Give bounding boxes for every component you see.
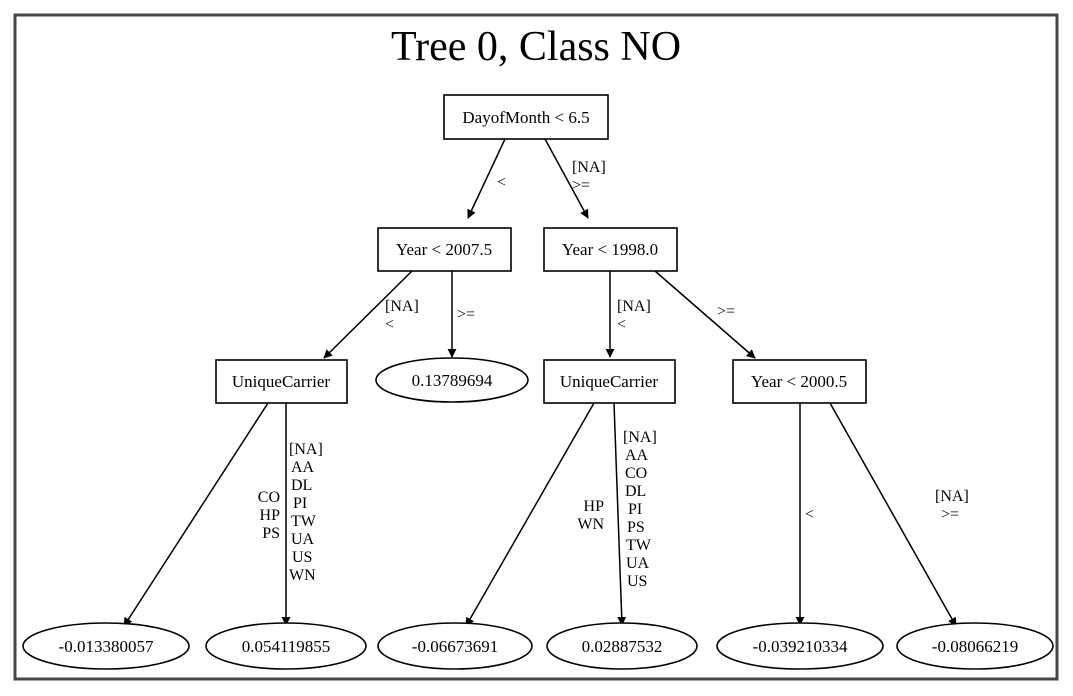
node-leaf-2-ellipse — [205, 622, 367, 670]
edge-y2007-left — [323, 270, 413, 359]
edge-label-y2007-right-ge: >= — [457, 306, 475, 323]
edge-label-y1998-left-lt: < — [617, 316, 626, 333]
node-year-1998-box — [543, 227, 678, 272]
node-leaf-2-label: 0.054119855 — [242, 637, 331, 656]
node-root-label: DayofMonth < 6.5 — [462, 108, 589, 127]
edge-root-right — [544, 138, 589, 219]
edge-label-carrierL-right-5: UA — [291, 531, 315, 548]
edge-label-carrierL-left-0: CO — [258, 489, 280, 506]
node-root[interactable]: DayofMonth < 6.5 — [443, 94, 609, 140]
node-leaf-1-label: -0.013380057 — [59, 637, 154, 656]
edge-root-left — [467, 138, 506, 219]
edge-label-carrierR-left-1: WN — [577, 516, 604, 533]
node-leaf-1[interactable]: -0.013380057 — [22, 622, 190, 670]
node-carrier-right[interactable]: UniqueCarrier — [543, 359, 676, 404]
node-leaf-3-ellipse — [377, 622, 533, 670]
node-leaf-6-ellipse — [896, 622, 1054, 670]
edge-label-carrierR-left-0: HP — [584, 498, 605, 515]
edge-label-carrierR-right-7: UA — [626, 555, 650, 572]
node-leaf-013789694-label: 0.13789694 — [412, 371, 493, 390]
node-year-1998-label: Year < 1998.0 — [562, 240, 658, 259]
node-year-2007-label: Year < 2007.5 — [396, 240, 492, 259]
node-leaf-013789694[interactable]: 0.13789694 — [375, 357, 529, 403]
edge-label-carrierL-right-1: AA — [291, 459, 315, 476]
node-leaf-6[interactable]: -0.08066219 — [896, 622, 1054, 670]
edge-label-carrierR-right-1: AA — [625, 447, 649, 464]
edge-label-root-right-na: [NA] — [572, 159, 606, 176]
edge-label-y2000-right-ge: >= — [941, 506, 959, 523]
node-year-2000-label: Year < 2000.5 — [751, 372, 847, 391]
edge-label-carrierL-right-3: PI — [293, 495, 307, 512]
node-leaf-3-label: -0.06673691 — [412, 637, 498, 656]
node-year-2000[interactable]: Year < 2000.5 — [732, 359, 867, 404]
edge-label-y1998-left-na: [NA] — [617, 298, 651, 315]
edge-label-carrierR-right-5: PS — [627, 519, 645, 536]
node-year-1998[interactable]: Year < 1998.0 — [543, 227, 678, 272]
edge-label-carrierL-right-2: DL — [291, 477, 312, 494]
edge-label-carrierL-right-4: TW — [291, 513, 317, 530]
edge-label-carrierL-right-0: [NA] — [289, 441, 323, 458]
node-leaf-6-label: -0.08066219 — [932, 637, 1018, 656]
edge-label-y1998-right-ge: >= — [717, 303, 735, 320]
node-leaf-5-label: -0.039210334 — [753, 637, 848, 656]
edge-label-carrierL-right-7: WN — [289, 567, 316, 584]
edge-label-carrierR-right-2: CO — [625, 465, 647, 482]
edge-y2000-right — [829, 402, 957, 627]
node-carrier-right-label: UniqueCarrier — [560, 372, 659, 391]
node-carrier-left-label: UniqueCarrier — [232, 372, 331, 391]
node-leaf-4-ellipse — [546, 622, 698, 670]
node-leaf-013789694-ellipse — [375, 357, 529, 403]
edge-label-root-left: < — [497, 174, 506, 191]
edge-label-y2000-right-na: [NA] — [935, 488, 969, 505]
node-year-2007-box — [377, 227, 512, 272]
node-carrier-left-box — [215, 359, 348, 404]
edge-label-carrierL-right-6: US — [292, 549, 312, 566]
page-title: Tree 0, Class NO — [391, 24, 681, 70]
edge-carrierR-left — [465, 402, 595, 627]
edge-label-carrierL-left-1: HP — [260, 507, 281, 524]
edge-label-root-right-ge: >= — [572, 177, 590, 194]
node-carrier-left[interactable]: UniqueCarrier — [215, 359, 348, 404]
node-leaf-5-ellipse — [716, 622, 884, 670]
edge-label-y2007-left-lt: < — [385, 316, 394, 333]
node-leaf-3[interactable]: -0.06673691 — [377, 622, 533, 670]
edge-label-carrierL-left-2: PS — [262, 525, 280, 542]
edge-label-y2000-left-lt: < — [805, 506, 814, 523]
edge-label-y2007-left-na: [NA] — [385, 298, 419, 315]
edge-label-carrierR-right-8: US — [627, 573, 647, 590]
node-leaf-1-ellipse — [22, 622, 190, 670]
edge-label-carrierR-right-6: TW — [626, 537, 652, 554]
node-root-box — [443, 94, 609, 140]
node-carrier-right-box — [543, 359, 676, 404]
node-leaf-4[interactable]: 0.02887532 — [546, 622, 698, 670]
edge-label-carrierR-right-0: [NA] — [623, 429, 657, 446]
node-year-2000-box — [732, 359, 867, 404]
edge-y1998-right — [654, 270, 756, 359]
node-leaf-4-label: 0.02887532 — [582, 637, 663, 656]
edge-carrierL-left — [123, 402, 269, 627]
edge-label-carrierR-right-4: PI — [628, 501, 642, 518]
edge-label-carrierR-right-3: DL — [625, 483, 646, 500]
edge-carrierR-right — [613, 402, 627, 626]
node-leaf-2[interactable]: 0.054119855 — [205, 622, 367, 670]
node-leaf-5[interactable]: -0.039210334 — [716, 622, 884, 670]
node-year-2007[interactable]: Year < 2007.5 — [377, 227, 512, 272]
